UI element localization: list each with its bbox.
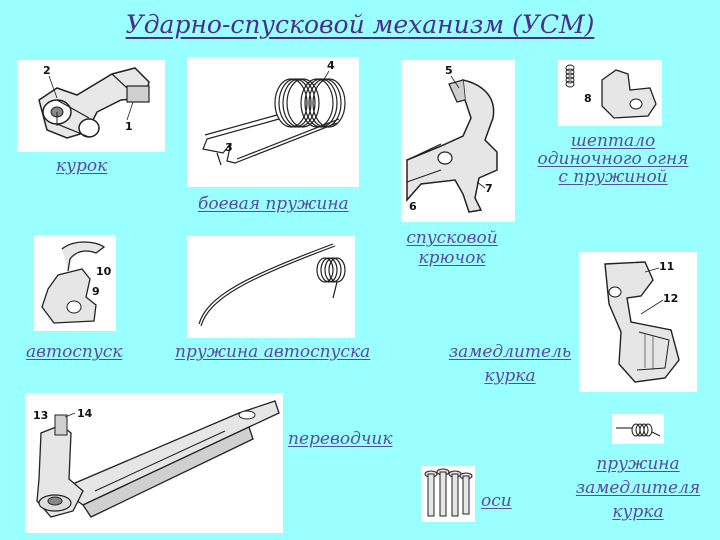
- callout-5: 5: [445, 64, 453, 77]
- label-sheptalo-line1: шептало: [570, 131, 656, 151]
- label-pruzhina-avto: пружина автоспуска: [175, 342, 371, 362]
- hammer-image: 2 1: [17, 60, 165, 152]
- label-perevodchik: переводчик: [288, 429, 393, 449]
- label-sheptalo-line3: с пружиной: [558, 167, 668, 187]
- retarder-image: 11 12: [579, 252, 697, 392]
- page-title: Ударно-спусковой механизм (УСМ): [125, 10, 595, 39]
- callout-4: 4: [327, 59, 335, 72]
- label-osi: оси: [481, 491, 512, 511]
- label-boevaya: боевая пружина: [198, 194, 349, 214]
- trigger-image: 5 6 7: [401, 60, 515, 222]
- callout-13: 13: [33, 409, 48, 422]
- callout-3: 3: [225, 141, 233, 154]
- sear-image: 8: [558, 60, 662, 126]
- label-avtospusk: автоспуск: [26, 342, 123, 362]
- callout-14: 14: [77, 407, 93, 420]
- label-pruzhina-zamed-line3: курка: [612, 502, 664, 522]
- label-sheptalo: шептало одиночного огня с пружиной: [524, 132, 702, 186]
- label-zamedlitel: замедлитель курка: [446, 340, 574, 388]
- selector-image: 13 14: [25, 393, 283, 533]
- label-sheptalo-line2: одиночного огня: [537, 149, 689, 169]
- callout-7: 7: [485, 182, 493, 195]
- retarder-spring-image: [612, 414, 664, 444]
- label-kurok: курок: [56, 156, 108, 176]
- auto-sear-image: 10 9: [34, 235, 116, 331]
- label-pruzhina-zamed-line1: пружина: [596, 454, 680, 474]
- callout-10: 10: [96, 265, 112, 278]
- label-spuskovoy-line1: спусковой: [406, 228, 498, 248]
- callout-11: 11: [659, 260, 674, 273]
- callout-6: 6: [409, 200, 417, 213]
- callout-12: 12: [663, 292, 678, 305]
- main-spring-image: 4 3: [187, 57, 359, 187]
- label-zamedlitel-line1: замедлитель: [448, 342, 572, 362]
- callout-1: 1: [125, 120, 133, 133]
- label-spuskovoy-line2: крючок: [418, 248, 486, 268]
- callout-9: 9: [92, 285, 100, 298]
- label-pruzhina-zamed-line2: замедлителя: [575, 478, 701, 498]
- axes-image: [421, 466, 475, 522]
- label-pruzhina-zamed: пружина замедлителя курка: [572, 452, 704, 524]
- auto-sear-spring-image: [187, 236, 355, 338]
- label-zamedlitel-line2: курка: [484, 366, 536, 386]
- callout-8: 8: [584, 92, 592, 105]
- label-spuskovoy: спусковой крючок: [402, 228, 502, 268]
- callout-2: 2: [43, 64, 51, 77]
